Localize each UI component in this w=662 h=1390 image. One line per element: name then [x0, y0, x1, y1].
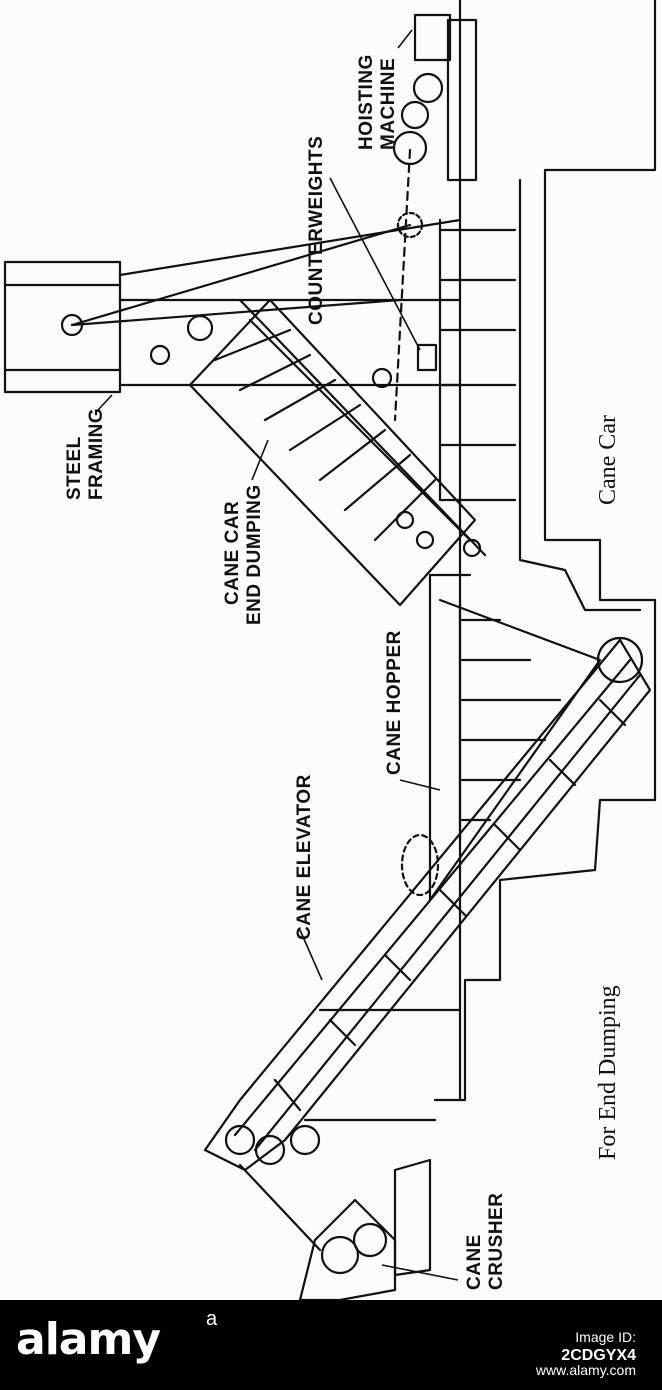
label-cane-car-line2: END DUMPING — [244, 484, 265, 625]
elevator-idler — [400, 833, 440, 897]
label-cane-hopper: CANE HOPPER — [384, 630, 405, 775]
label-cane-elevator: CANE ELEVATOR — [294, 774, 315, 940]
sheave-2 — [186, 314, 214, 342]
diagram-area: COUNTERWEIGHTS HOISTING MACHINE STEEL FR… — [3, 0, 657, 1302]
label-cane-car-line1: CANE CAR — [222, 501, 243, 605]
car-floor — [248, 318, 472, 542]
leader-cane-car — [251, 439, 269, 481]
foundation-outline — [433, 0, 657, 1102]
elevator-tail-sprocket-1 — [224, 1124, 256, 1156]
car-rail — [238, 298, 487, 557]
crusher-roller-1 — [320, 1235, 360, 1275]
cane-crusher-frame — [298, 1198, 397, 1302]
elevator-chain-1 — [233, 658, 632, 1137]
crusher-chute — [238, 1163, 322, 1252]
caption-end-dumping: For End Dumping — [595, 985, 621, 1160]
cable-1 — [70, 223, 412, 327]
label-steel-line2: FRAMING — [86, 408, 107, 500]
leader-hoisting — [397, 29, 413, 49]
leader-elevator — [299, 929, 323, 981]
counterweight-sheave — [371, 367, 393, 389]
image-id: Image ID: 2CDGYX4 — [561, 1328, 636, 1365]
hoist-cable — [393, 148, 412, 422]
sheave-4 — [396, 211, 424, 239]
elevator-tail-sprocket-3 — [289, 1124, 321, 1156]
brand-mark-icon: a — [206, 1308, 218, 1330]
site-url[interactable]: www.alamy.com — [535, 1362, 636, 1378]
label-crusher-line1: CANE — [464, 1234, 485, 1290]
label-counterweights: COUNTERWEIGHTS — [306, 136, 327, 325]
hoist-drum-2 — [400, 100, 430, 130]
cable-2 — [70, 298, 402, 327]
car-wheel-2 — [415, 530, 435, 550]
image-id-value: 2CDGYX4 — [561, 1347, 636, 1364]
hoist-drum-1 — [412, 72, 444, 104]
cane-handling-diagram: COUNTERWEIGHTS HOISTING MACHINE STEEL FR… — [3, 0, 657, 1302]
brand-logo: alamy — [16, 1314, 161, 1365]
elevator-head-sprocket — [596, 636, 644, 684]
steel-framing — [3, 260, 122, 394]
cane-car-body — [188, 298, 477, 607]
car-slats — [213, 328, 437, 542]
car-wheel-1 — [395, 510, 415, 530]
crusher-base — [393, 1158, 432, 1277]
leader-steel — [97, 394, 113, 411]
cane-hopper — [428, 573, 602, 902]
support-piers — [438, 218, 517, 502]
hopper-hatching — [460, 618, 562, 822]
elevator-chain-2 — [253, 673, 642, 1152]
pit-wall — [518, 178, 642, 612]
label-steel-line1: STEEL — [64, 436, 85, 500]
hoisting-machine-base — [413, 13, 452, 62]
sheave-3 — [149, 344, 171, 366]
leader-counterweights — [329, 177, 421, 351]
image-id-label: Image ID: — [575, 1329, 636, 1345]
hoisting-platform — [446, 18, 478, 182]
counterweight-block — [416, 343, 438, 372]
elevator-slats — [273, 698, 627, 1112]
frame-leg-3 — [118, 218, 462, 277]
label-hoisting-line1: HOISTING — [356, 54, 377, 150]
watermark-footer: alamy a Image ID: 2CDGYX4 www.alamy.com — [0, 1300, 662, 1390]
car-pivot — [462, 538, 482, 558]
label-hoisting-line2: MACHINE — [378, 58, 399, 150]
caption-cane-car: Cane Car — [595, 415, 621, 505]
elevator-tail-sprocket-2 — [254, 1134, 286, 1166]
label-crusher-line2: CRUSHER — [486, 1193, 507, 1290]
crusher-roller-2 — [352, 1222, 388, 1258]
leader-hopper — [399, 779, 441, 791]
leader-crusher — [381, 1264, 459, 1281]
